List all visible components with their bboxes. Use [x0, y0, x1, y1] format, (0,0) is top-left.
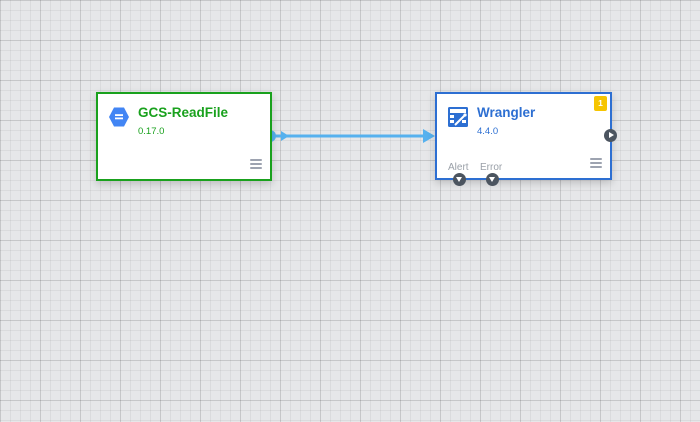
- wrangler-icon: [448, 107, 468, 127]
- gcs-icon: [109, 107, 129, 127]
- error-port-icon[interactable]: [486, 173, 499, 186]
- node-menu-icon[interactable]: [590, 158, 602, 169]
- node-version: 0.17.0: [138, 126, 165, 137]
- node-version: 4.4.0: [477, 126, 499, 137]
- connection-midpoint-arrow: [281, 131, 289, 141]
- node-wrangler[interactable]: Wrangler 4.4.0 1 Alert Error: [435, 92, 612, 180]
- alert-port-icon[interactable]: [453, 173, 466, 186]
- output-port-icon[interactable]: [604, 129, 617, 142]
- node-gcs-readfile[interactable]: GCS-ReadFile 0.17.0: [96, 92, 272, 181]
- connection-end-arrow: [423, 129, 435, 143]
- node-menu-icon[interactable]: [250, 159, 262, 170]
- node-title: Wrangler: [477, 105, 536, 120]
- error-port-label: Error: [480, 162, 503, 173]
- node-title: GCS-ReadFile: [138, 105, 229, 120]
- notification-badge: 1: [594, 96, 607, 111]
- alert-port-label: Alert: [448, 162, 469, 173]
